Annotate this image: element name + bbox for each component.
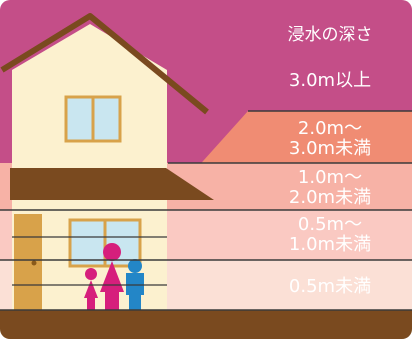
house-roof	[0, 13, 209, 115]
person-child-right-legs	[129, 295, 141, 310]
band-level-1	[168, 111, 412, 200]
level-4-label: 0.5m未満	[289, 276, 371, 297]
level-1-label-line1: 2.0m～	[298, 118, 362, 139]
person-child-right-head	[128, 259, 142, 273]
level-0-label: 3.0m以上	[289, 70, 371, 91]
level-2-label-line2: 2.0m未満	[289, 187, 371, 208]
house-gable-wall	[12, 24, 167, 70]
family-icon	[84, 243, 144, 310]
level-1-label-line2: 3.0m未満	[289, 138, 371, 159]
ground	[0, 310, 412, 339]
person-child-left-body	[84, 280, 98, 298]
person-child-right-body	[126, 273, 144, 295]
level-3-label-line1: 0.5m～	[298, 214, 362, 235]
person-adult-legs	[105, 292, 119, 310]
house-eave-roof	[10, 168, 214, 200]
title: 浸水の深さ	[288, 25, 373, 45]
house-door-knob	[31, 260, 37, 266]
person-adult-head	[103, 243, 121, 261]
level-2-label-line1: 1.0m～	[298, 167, 362, 188]
person-child-left-head	[85, 268, 97, 280]
house-door	[14, 214, 42, 310]
level-3-label-line2: 1.0m未満	[289, 234, 371, 255]
person-child-left-legs	[87, 298, 95, 310]
person-adult-body	[100, 261, 124, 292]
